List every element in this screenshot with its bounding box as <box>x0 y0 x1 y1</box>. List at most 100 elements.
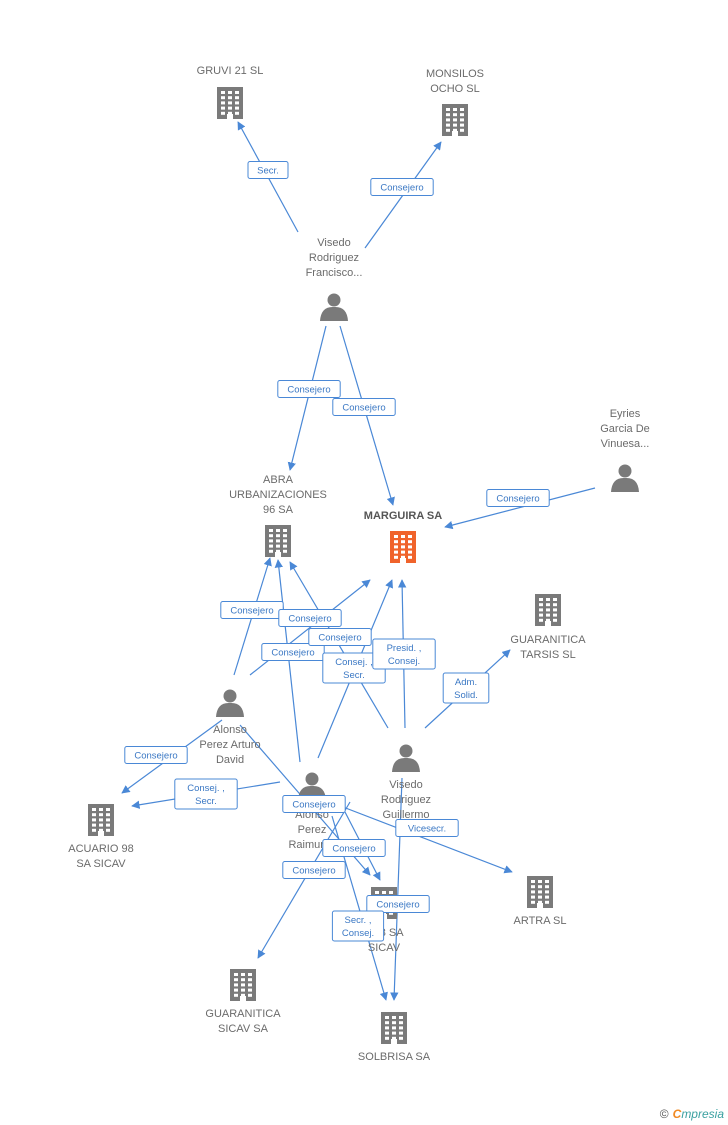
edge-label-badge[interactable]: Consejero <box>278 609 342 627</box>
node-label: MARGUIRA SA <box>364 510 442 522</box>
edge-label-badge[interactable]: Consejero <box>322 839 386 857</box>
edge-label-text: Secr. <box>195 796 217 807</box>
edge-label-text: Consejero <box>318 633 361 644</box>
edge-label-badge[interactable]: Consejero <box>220 601 284 619</box>
edge-line <box>257 801 351 959</box>
building-icon <box>265 525 291 557</box>
building-icon <box>230 969 256 1001</box>
edge-label-badge[interactable]: Secr. <box>247 161 289 179</box>
node-label: Alonso <box>213 724 247 736</box>
edge-label-text: Consej. , <box>187 783 225 794</box>
edge-label-text: Consejero <box>292 800 335 811</box>
edge-label-box <box>331 910 385 942</box>
edge-label-box <box>395 819 459 837</box>
building-icon <box>535 594 561 626</box>
node-label: GRUVI 21 SL <box>197 65 264 77</box>
node-label: ABRA <box>263 474 294 486</box>
edge-line <box>390 777 403 1001</box>
edge-label-text: Consejero <box>271 648 314 659</box>
edge-label-box <box>124 746 188 764</box>
edge-label-box <box>442 672 490 704</box>
node-label: David <box>216 754 244 766</box>
edge-label-box <box>282 861 346 879</box>
edge-label-text: Consejero <box>376 900 419 911</box>
edge-label-box <box>332 398 396 416</box>
edge-label-box <box>366 895 430 913</box>
edge-label-badge[interactable]: Consejero <box>124 746 188 764</box>
node-label: Vinuesa... <box>601 438 650 450</box>
edge-label-text: Solid. <box>454 690 478 701</box>
brand-name: mpresia <box>681 1107 724 1121</box>
edge-label-text: Consejero <box>380 183 423 194</box>
edge-label-text: Presid. , <box>387 643 422 654</box>
edge-label-text: Vicesecr. <box>408 824 446 835</box>
edge-label-text: Adm. <box>455 677 477 688</box>
edge-label-box <box>247 161 289 179</box>
edge-label-box <box>322 839 386 857</box>
brand-letter: C <box>672 1107 682 1121</box>
building-icon <box>88 804 114 836</box>
node-label: SOLBRISA SA <box>358 1051 431 1063</box>
edge-label-badge[interactable]: Consejero <box>366 895 430 913</box>
edge-label-box <box>282 795 346 813</box>
node-label: Visedo <box>389 779 422 791</box>
node-label: SICAV <box>368 942 401 954</box>
edge-label-text: Consej. <box>342 928 374 939</box>
edge-label-badge[interactable]: Vicesecr. <box>395 819 459 837</box>
edge-label-badge[interactable]: Consejero <box>282 795 346 813</box>
node-solbrisa[interactable]: SOLBRISA SA <box>358 1012 431 1063</box>
building-icon <box>527 876 553 908</box>
person-icon <box>611 464 639 492</box>
edge-label-badge[interactable]: Presid. ,Consej. <box>372 638 436 670</box>
edge-label-badge[interactable]: Consejero <box>370 178 434 196</box>
copyright-symbol: © <box>659 1107 669 1121</box>
edge-label-text: Consejero <box>292 866 335 877</box>
edge-label-text: Secr. , <box>345 915 372 926</box>
node-label: SICAV SA <box>218 1023 269 1035</box>
node-gruvi[interactable]: GRUVI 21 SL <box>197 65 264 119</box>
node-label: Visedo <box>317 237 350 249</box>
edge-label-text: Consej. , <box>335 657 373 668</box>
footer-brand: ©Cmpresia <box>660 1107 724 1121</box>
node-artra[interactable]: ARTRA SL <box>514 876 567 927</box>
person-icon <box>320 293 348 321</box>
node-label: URBANIZACIONES <box>229 489 327 501</box>
edge-label-box <box>261 643 325 661</box>
edge-label-badge[interactable]: Consejero <box>282 861 346 879</box>
edge-label-badge[interactable]: Consejero <box>277 380 341 398</box>
node-label: GUARANITICA <box>510 634 586 646</box>
edge-label-box <box>372 638 436 670</box>
building-icon <box>442 104 468 136</box>
edge-label-badge[interactable]: Consejero <box>261 643 325 661</box>
edge-labels-layer: Secr.ConsejeroConsejeroConsejeroConsejer… <box>124 161 550 942</box>
edge-label-badge[interactable]: Consejero <box>332 398 396 416</box>
edge-label-badge[interactable]: Adm. Solid. <box>442 672 490 704</box>
edge-label-text: Consejero <box>230 606 273 617</box>
edge-label-text: Consejero <box>496 494 539 505</box>
node-visedo-f[interactable]: VisedoRodriguezFrancisco... <box>306 237 363 321</box>
edge-label-badge[interactable]: Consejero <box>308 628 372 646</box>
edge-label-box <box>174 778 238 810</box>
person-icon <box>392 744 420 772</box>
building-icon <box>390 531 416 563</box>
edge-label-badge[interactable]: Consej. , Secr. <box>174 778 238 810</box>
edge-label-badge[interactable]: Secr. , Consej. <box>331 910 385 942</box>
node-label: Guillermo <box>382 809 429 821</box>
edge-label-badge[interactable]: Consejero <box>486 489 550 507</box>
node-label: Garcia De <box>600 423 650 435</box>
edge-label-text: Consejero <box>134 751 177 762</box>
node-label: Eyries <box>610 408 641 420</box>
building-icon <box>217 87 243 119</box>
node-label: Rodriguez <box>309 252 359 264</box>
node-label: ACUARIO 98 <box>68 843 133 855</box>
node-marguira[interactable]: MARGUIRA SA <box>364 510 442 563</box>
edge-label-text: Consejero <box>332 844 375 855</box>
